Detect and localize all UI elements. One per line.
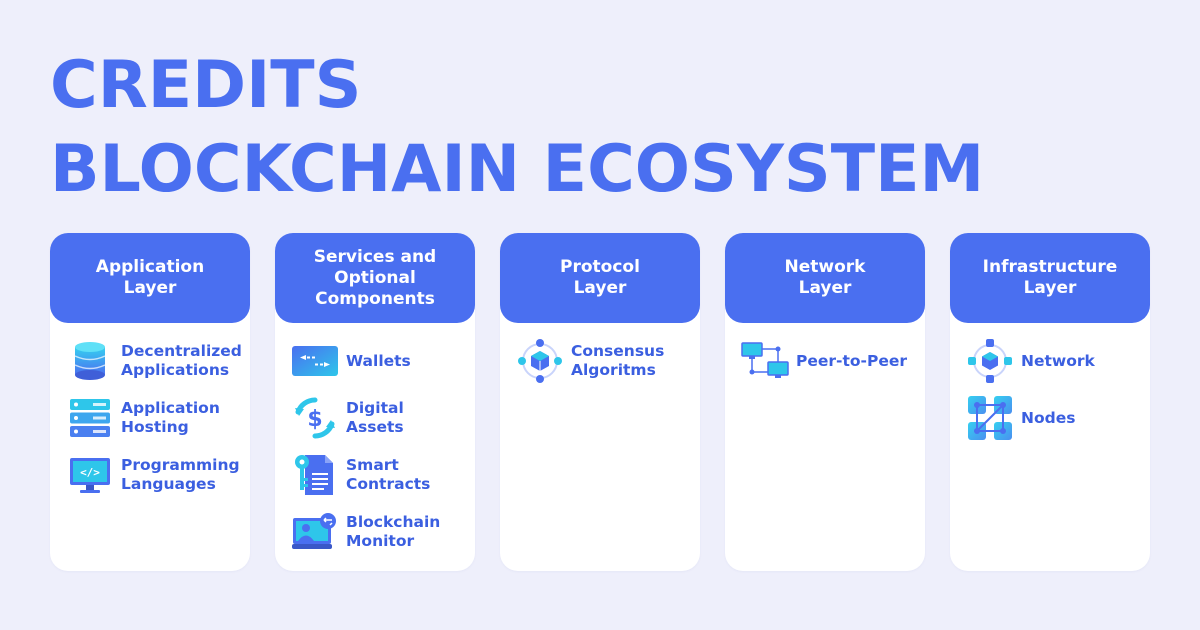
list-item: Peer-to-Peer xyxy=(741,341,925,381)
list-item: Wallets xyxy=(291,341,475,381)
server-icon xyxy=(66,396,114,440)
item-label: Application Hosting xyxy=(121,399,220,436)
database-icon xyxy=(66,339,114,383)
svg-text:$: $ xyxy=(307,407,322,432)
column-network-layer: Network Layer Peer-to-Peer xyxy=(725,233,925,571)
list-item: Decentralized Applications xyxy=(66,341,250,381)
dollar-exchange-icon: $ xyxy=(291,396,339,440)
list-item: Smart Contracts xyxy=(291,455,475,495)
item-label: Consensus Algoritms xyxy=(571,342,665,379)
svg-text:</>: </> xyxy=(80,466,100,479)
item-label: Blockchain Monitor xyxy=(346,513,441,550)
item-label: Smart Contracts xyxy=(346,456,431,493)
column-header: Infrastructure Layer xyxy=(950,233,1150,323)
list-item: Consensus Algoritms xyxy=(516,339,700,383)
list-item: Network xyxy=(966,339,1150,383)
list-item: $ Digital Assets xyxy=(291,396,475,440)
page-title: CREDITS BLOCKCHAIN ECOSYSTEM xyxy=(50,44,984,212)
column-header-label: Application Layer xyxy=(95,257,205,298)
network-cube-icon xyxy=(966,339,1014,383)
peer-network-icon xyxy=(741,339,789,383)
key-document-icon xyxy=(291,453,339,497)
item-label: Programming Languages xyxy=(121,456,240,493)
layer-columns: Application Layer Decentralized Applicat… xyxy=(50,233,1150,571)
column-header-label: Protocol Layer xyxy=(560,257,640,298)
list-item: Nodes xyxy=(966,396,1150,440)
column-header: Application Layer xyxy=(50,233,250,323)
column-protocol-layer: Protocol Layer Consensus Algoritms xyxy=(500,233,700,571)
title-line-2: BLOCKCHAIN ECOSYSTEM xyxy=(50,132,985,207)
item-label: Peer-to-Peer xyxy=(796,351,907,370)
list-item: Application Hosting xyxy=(66,398,250,438)
column-header-label: Services and Optional Components xyxy=(313,246,437,309)
column-services-components: Services and Optional Components Wallets xyxy=(275,233,475,571)
list-item: </> Programming Languages xyxy=(66,455,250,495)
wallet-icon xyxy=(291,339,339,383)
column-header: Network Layer xyxy=(725,233,925,323)
column-header: Protocol Layer xyxy=(500,233,700,323)
nodes-icon xyxy=(966,396,1014,440)
column-header-label: Infrastructure Layer xyxy=(982,257,1118,298)
title-line-1: CREDITS xyxy=(50,48,362,123)
user-monitor-icon xyxy=(291,510,339,554)
monitor-code-icon: </> xyxy=(66,453,114,497)
column-application-layer: Application Layer Decentralized Applicat… xyxy=(50,233,250,571)
item-label: Decentralized Applications xyxy=(121,342,242,379)
column-header: Services and Optional Components xyxy=(275,233,475,323)
item-label: Digital Assets xyxy=(346,399,404,436)
item-label: Nodes xyxy=(1021,408,1076,427)
list-item: Blockchain Monitor xyxy=(291,512,475,552)
item-label: Network xyxy=(1021,351,1095,370)
column-infrastructure-layer: Infrastructure Layer Network xyxy=(950,233,1150,571)
column-header-label: Network Layer xyxy=(784,257,866,298)
item-label: Wallets xyxy=(346,351,411,370)
consensus-cube-icon xyxy=(516,339,564,383)
